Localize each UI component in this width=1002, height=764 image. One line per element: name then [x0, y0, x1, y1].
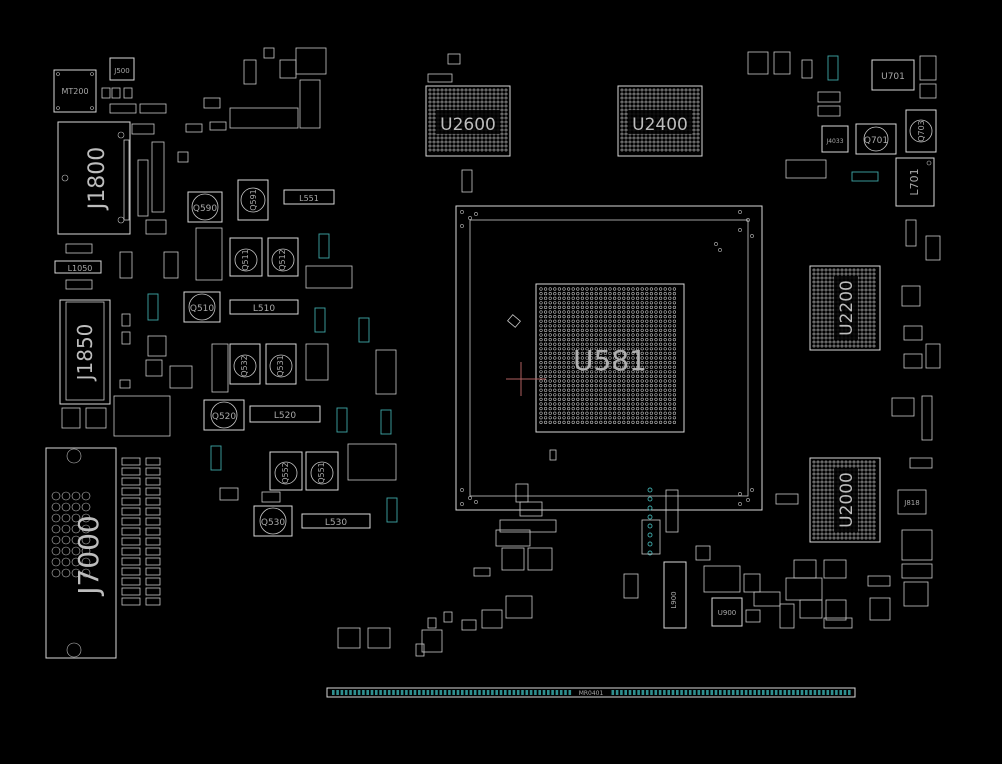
small-parts-topleft — [101, 87, 167, 135]
q552-label: Q552 — [281, 462, 290, 484]
ic-u701[interactable]: U701 — [871, 59, 915, 91]
parts-j1850-right — [119, 293, 193, 389]
j1800-pin-row — [123, 139, 130, 221]
parts-top-right — [747, 51, 937, 182]
soc-label: U581 — [573, 344, 647, 377]
parts-top-mid — [427, 53, 473, 193]
mosfet-q552[interactable]: Q552 — [269, 451, 303, 491]
soc-package-u581[interactable]: U581 — [455, 205, 763, 511]
small-parts-l1050 — [65, 243, 133, 290]
vrm-teal-caps — [210, 233, 398, 523]
q590-label: Q590 — [193, 204, 218, 214]
mosfet-q520[interactable]: Q520 — [203, 399, 245, 431]
mosfet-q532[interactable]: Q532 — [229, 343, 261, 385]
j1850-label: J1850 — [73, 324, 97, 383]
connector-j500[interactable]: J500 — [109, 57, 135, 81]
mosfet-q701[interactable]: Q701 — [855, 123, 897, 155]
q512-label: Q512 — [278, 249, 287, 271]
inductor-l551[interactable]: L551 — [283, 189, 335, 205]
u2200-label: U2200 — [837, 280, 857, 336]
u2000-label: U2000 — [837, 472, 857, 528]
q511-label: Q511 — [241, 249, 250, 271]
parts-right-of-j1800 — [137, 121, 227, 235]
l701-label: L701 — [908, 168, 921, 195]
j4033-label: J4033 — [825, 138, 843, 145]
l551-label: L551 — [299, 194, 319, 203]
q520-label: Q520 — [212, 412, 237, 422]
soc-corner-pads — [460, 210, 754, 506]
connector-j4033[interactable]: J4033 — [821, 125, 849, 153]
parts-below-soc — [473, 449, 799, 577]
vrm-top-passives — [203, 47, 327, 129]
inductor-l900[interactable]: L900 — [663, 561, 687, 629]
cursor-crosshair — [506, 362, 546, 396]
edge-connector[interactable]: MR0401 — [326, 687, 856, 698]
inductor-l530[interactable]: L530 — [301, 513, 371, 529]
j1800-label: J1800 — [85, 147, 110, 211]
j7000-pin-grid — [51, 491, 91, 578]
j7000-label: J7000 — [72, 515, 105, 597]
j818-label: J818 — [903, 499, 919, 507]
parts-right-column: J818 — [867, 219, 941, 621]
mount-hole-mt200[interactable]: MT200 — [53, 69, 97, 113]
inductor-l701[interactable]: L701 — [895, 157, 935, 207]
memory-u2200[interactable]: U2200 — [809, 265, 881, 351]
l900-label: L900 — [670, 591, 678, 608]
q703-label: Q703 — [917, 120, 926, 142]
inductor-l1050[interactable]: L1050 — [54, 260, 102, 274]
mosfet-q551[interactable]: Q551 — [305, 451, 339, 491]
edge-connector-label: MR0401 — [579, 690, 604, 697]
memory-u2600[interactable]: U2600 — [425, 85, 511, 157]
mosfet-q531[interactable]: Q531 — [265, 343, 297, 385]
u2600-label: U2600 — [440, 115, 496, 135]
q701-label: Q701 — [864, 136, 888, 146]
mosfet-q530[interactable]: Q530 — [253, 505, 293, 537]
mosfet-q591[interactable]: Q591 — [237, 179, 269, 221]
q532-label: Q532 — [240, 355, 249, 377]
mosfet-q590[interactable]: Q590 — [187, 191, 223, 223]
j500-label: J500 — [113, 67, 129, 75]
u2400-label: U2400 — [632, 115, 688, 135]
mosfet-q703[interactable]: Q703 — [905, 109, 937, 153]
inductor-l520[interactable]: L520 — [249, 405, 321, 423]
parts-bottom-left-mid — [337, 595, 533, 657]
l510-label: L510 — [253, 304, 275, 314]
chip-row-left-bottom — [61, 395, 171, 437]
q510-label: Q510 — [190, 304, 215, 314]
mosfet-q512[interactable]: Q512 — [267, 237, 299, 277]
q531-label: Q531 — [276, 355, 285, 377]
memory-u2400[interactable]: U2400 — [617, 85, 703, 157]
l530-label: L530 — [325, 518, 347, 528]
l1050-label: L1050 — [68, 264, 93, 273]
mosfet-q511[interactable]: Q511 — [229, 237, 263, 277]
connector-j1850[interactable]: J1850 — [59, 299, 111, 405]
edge-connector-pins — [332, 690, 851, 695]
mt200-label: MT200 — [61, 87, 88, 96]
u900-label: U900 — [718, 609, 736, 617]
connector-j7000[interactable]: J7000 — [45, 447, 117, 659]
parts-dense-lower — [623, 489, 853, 629]
ic-u900[interactable]: U900 — [711, 597, 743, 627]
soc-ball-grid — [539, 287, 677, 425]
connector-j1800[interactable]: J1800 — [57, 121, 131, 235]
u701-label: U701 — [881, 72, 905, 82]
memory-u2000[interactable]: U2000 — [809, 457, 881, 543]
inductor-l510[interactable]: L510 — [229, 299, 299, 315]
vrm-passives — [163, 227, 397, 503]
mosfet-q510[interactable]: Q510 — [183, 291, 221, 323]
q591-label: Q591 — [249, 189, 258, 211]
l520-label: L520 — [274, 411, 296, 421]
j7000-side-parts — [121, 457, 161, 606]
q551-label: Q551 — [317, 462, 326, 484]
teal-via-column — [647, 487, 653, 556]
q530-label: Q530 — [261, 518, 286, 528]
